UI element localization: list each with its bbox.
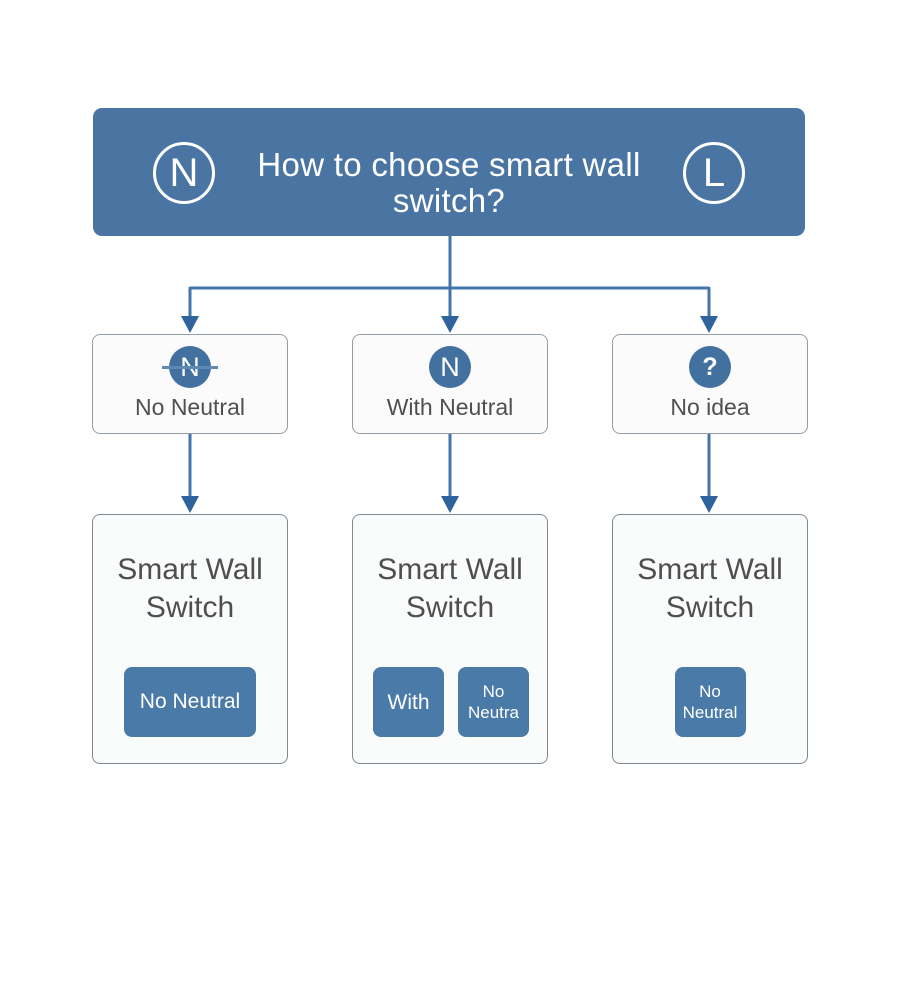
arrowhead-right <box>700 316 718 333</box>
arrowhead-result-mid <box>441 496 459 513</box>
result-box-with-neutral: Smart Wall Switch With No Neutra <box>352 514 548 764</box>
option-label: With Neutral <box>386 394 514 420</box>
arrowhead-mid <box>441 316 459 333</box>
option-box-no-neutral: N No Neutral <box>92 334 288 434</box>
no-neutral-small-button: No Neutral <box>674 667 746 737</box>
header-banner: N How to choose smart wall switch? L <box>93 108 805 236</box>
result-title: Smart Wall Switch <box>637 553 783 624</box>
option-label: No Neutral <box>135 394 245 420</box>
arrowhead-left <box>181 316 199 333</box>
page-title: How to choose smart wall switch? <box>257 146 641 219</box>
result-title: Smart Wall Switch <box>377 553 523 624</box>
option-label: No idea <box>670 394 750 420</box>
result-box-no-idea: Smart Wall Switch No Neutral <box>612 514 808 764</box>
no-neutral-small-button: No Neutra <box>458 667 529 737</box>
with-neutral-icon-letter: N <box>440 352 460 382</box>
live-wire-badge-icon: L <box>683 142 745 204</box>
option-box-with-neutral: N With Neutral <box>352 334 548 434</box>
strikethrough-line <box>162 365 218 369</box>
result-box-no-neutral: Smart Wall Switch No Neutral <box>92 514 288 764</box>
no-neutral-switch-button: No Neutral <box>124 667 256 737</box>
live-badge-letter: L <box>702 151 726 195</box>
question-mark-icon: ? <box>689 346 731 388</box>
result-title: Smart Wall Switch <box>117 553 263 624</box>
with-switch-button: With <box>373 667 444 737</box>
with-neutral-icon: N <box>429 346 471 388</box>
question-mark-glyph: ? <box>702 353 718 381</box>
neutral-wire-badge-icon: N <box>153 142 215 204</box>
neutral-badge-letter: N <box>169 151 199 195</box>
option-box-no-idea: ? No idea <box>612 334 808 434</box>
no-neutral-icon: N <box>162 346 218 388</box>
arrowhead-result-right <box>700 496 718 513</box>
arrowhead-result-left <box>181 496 199 513</box>
